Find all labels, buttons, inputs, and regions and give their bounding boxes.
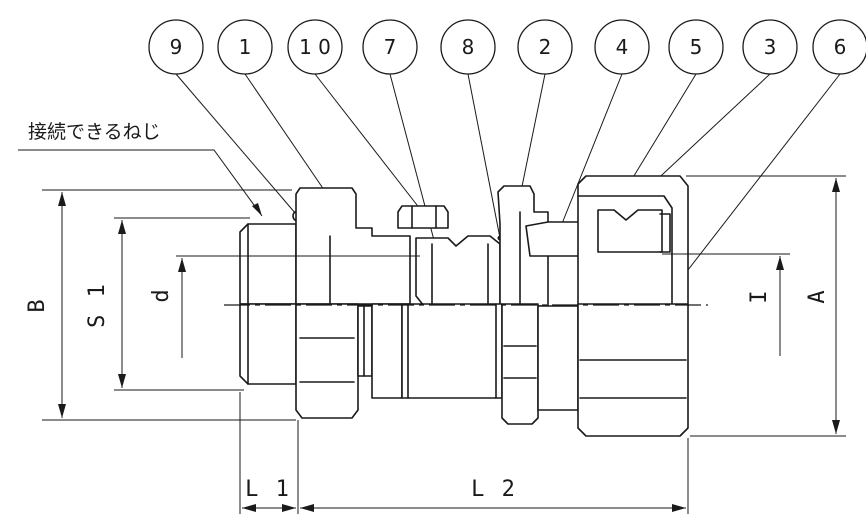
balloon-1-label: 1: [239, 35, 252, 59]
balloon-8: 8: [440, 19, 496, 75]
dim-L2-label: L 2: [471, 477, 517, 502]
balloon-9: 9: [148, 19, 204, 75]
balloon-10-label: 1 0: [299, 35, 331, 59]
dim-A: A: [686, 175, 846, 437]
balloon-2-label: 2: [539, 35, 552, 59]
dim-B: B: [25, 189, 296, 421]
dim-L1: L 1: [239, 392, 299, 514]
dim-L1-label: L 1: [245, 477, 291, 502]
balloon-2: 2: [517, 19, 573, 75]
balloon-3: 3: [742, 19, 798, 75]
balloon-7: 7: [362, 19, 418, 75]
thread-note-label: 接続できるねじ: [28, 121, 161, 143]
dim-I: I: [662, 253, 790, 356]
balloon-6-label: 6: [834, 35, 847, 59]
balloon-3-label: 3: [764, 35, 777, 59]
balloon-7-label: 7: [384, 35, 397, 59]
dim-S1-label: S 1: [85, 282, 110, 328]
fitting-lower-view: [239, 303, 689, 437]
balloon-9-label: 9: [170, 35, 183, 59]
balloon-5-label: 5: [690, 35, 703, 59]
thread-note: 接続できるねじ: [18, 121, 263, 217]
balloon-5: 5: [668, 19, 724, 75]
dim-A-label: A: [805, 288, 830, 303]
dim-d-label: d: [149, 287, 174, 302]
balloon-6: 6: [812, 19, 866, 75]
balloon-4-label: 4: [616, 35, 629, 59]
dim-L2: L 2: [300, 438, 689, 514]
fitting-upper-section: [239, 175, 689, 307]
balloon-1: 1: [217, 19, 273, 75]
dim-d: d: [149, 255, 420, 358]
dim-B-label: B: [25, 297, 50, 312]
balloon-10: 1 0: [287, 19, 343, 75]
balloon-4: 4: [594, 19, 650, 75]
balloon-8-label: 8: [462, 35, 475, 59]
dim-I-label: I: [747, 288, 772, 303]
dim-S1: S 1: [85, 217, 250, 391]
